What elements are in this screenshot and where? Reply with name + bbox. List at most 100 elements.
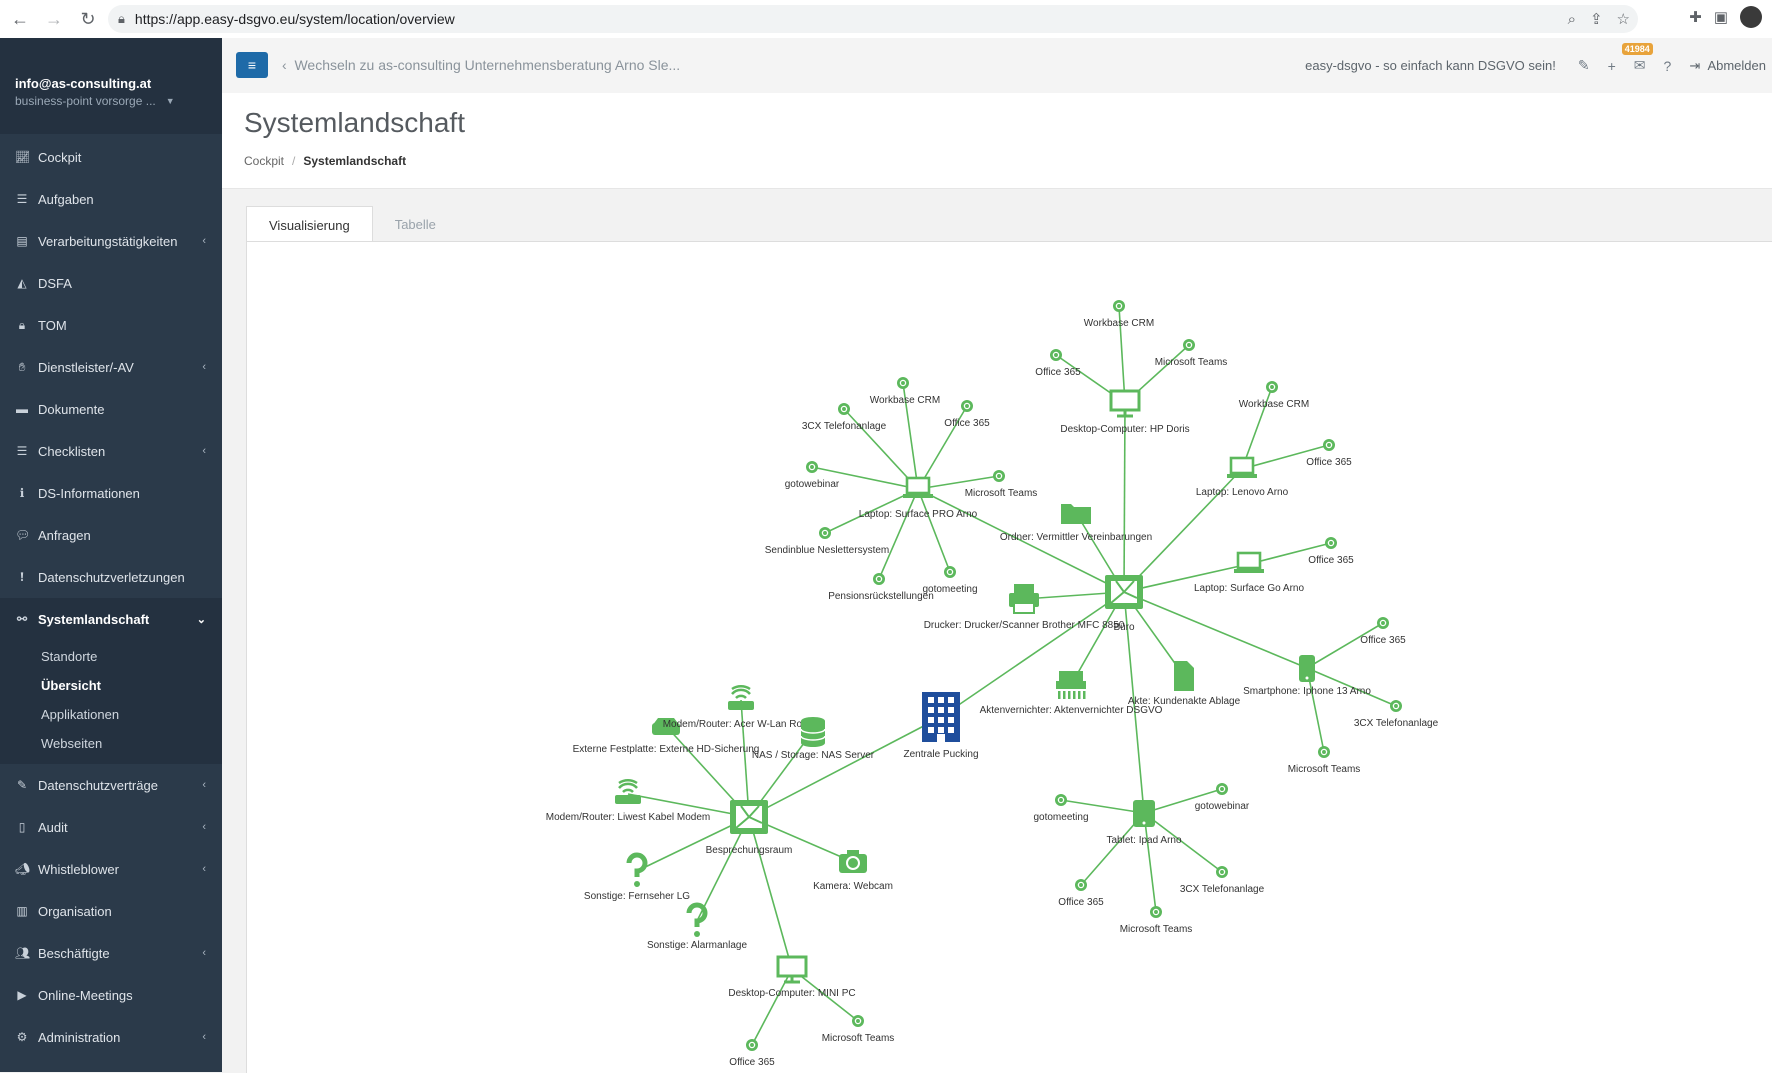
sign-out-icon[interactable]: ⇥ bbox=[1689, 57, 1701, 73]
sidebar-item-whistleblower[interactable]: 📣︎Whistleblower‹ bbox=[0, 848, 222, 890]
application-node[interactable]: Office 365 bbox=[729, 1039, 775, 1068]
system-node[interactable]: Ordner: Vermittler Vereinbarungen bbox=[1000, 504, 1152, 543]
breadcrumb-link-cockpit[interactable]: Cockpit bbox=[244, 154, 285, 168]
laptop-icon bbox=[1234, 551, 1264, 573]
menu-toggle-icon[interactable]: ≡ bbox=[236, 52, 268, 78]
url-text[interactable]: https://app.easy-dsgvo.eu/system/locatio… bbox=[134, 11, 455, 27]
system-node[interactable]: Laptop: Surface Go Arno bbox=[1194, 551, 1305, 594]
application-node[interactable]: Sendinblue Neslettersystem bbox=[765, 527, 890, 556]
application-node[interactable]: Office 365 bbox=[1306, 439, 1352, 468]
sidebar-item-beschaeftigte[interactable]: 👥︎Beschäftigte‹ bbox=[0, 932, 222, 974]
system-node[interactable]: Sonstige: Fernseher LG bbox=[584, 852, 690, 902]
sidepanel-icon[interactable]: ▣ bbox=[1713, 9, 1728, 26]
application-node[interactable]: gotowebinar bbox=[1195, 783, 1250, 812]
app-icon bbox=[1075, 879, 1087, 891]
system-node[interactable]: Zentrale Pucking bbox=[903, 692, 979, 760]
sidebar-item-audit[interactable]: ▯Audit‹ bbox=[0, 806, 222, 848]
company-selector[interactable]: business-point vorsorge ... ▼ bbox=[15, 94, 207, 108]
system-node[interactable]: Aktenvernichter: Aktenvernichter DSGVO bbox=[980, 671, 1163, 716]
system-node[interactable]: Akte: Kundenakte Ablage bbox=[1128, 661, 1241, 707]
sidebar-item-aufgaben[interactable]: ☰Aufgaben bbox=[0, 178, 222, 220]
application-node[interactable]: gotowebinar bbox=[785, 461, 840, 490]
sidebar-item-verarbeitung[interactable]: ▤Verarbeitungstätigkeiten‹ bbox=[0, 220, 222, 262]
sidebar-item-dsfa[interactable]: ◭DSFA bbox=[0, 262, 222, 304]
application-node[interactable]: Workbase CRM bbox=[870, 377, 940, 406]
sidebar-item-systemlandschaft[interactable]: ⚯Systemlandschaft⌄ bbox=[0, 598, 222, 640]
application-node[interactable]: gotomeeting bbox=[1033, 794, 1089, 823]
application-node[interactable]: Pensionsrückstellungen bbox=[828, 573, 934, 602]
system-node[interactable]: Modem/Router: Acer W-Lan Router bbox=[663, 684, 820, 730]
caret-down-icon[interactable]: ▼ bbox=[165, 96, 175, 106]
edit-icon[interactable]: ✎ bbox=[1577, 57, 1590, 73]
logout-button[interactable]: ⇥ Abmelden bbox=[1689, 58, 1766, 74]
sub-item-applikationen[interactable]: Applikationen bbox=[41, 707, 120, 722]
application-node[interactable]: 3CX Telefonanlage bbox=[1180, 866, 1265, 895]
sidebar-item-dokumente[interactable]: ▬Dokumente bbox=[0, 388, 222, 430]
tab-visualisierung[interactable]: Visualisierung bbox=[246, 206, 373, 243]
application-node[interactable]: Workbase CRM bbox=[1084, 300, 1154, 329]
sidebar-item-checklisten[interactable]: ☰Checklisten‹ bbox=[0, 430, 222, 472]
application-node[interactable]: Microsoft Teams bbox=[822, 1015, 895, 1044]
profile-avatar[interactable] bbox=[1740, 6, 1762, 28]
sub-item-standorte[interactable]: Standorte bbox=[41, 649, 98, 664]
system-node[interactable]: NAS / Storage: NAS Server bbox=[752, 717, 875, 761]
system-node[interactable]: Büro bbox=[1105, 575, 1143, 633]
system-node[interactable]: Kamera: Webcam bbox=[813, 850, 893, 892]
help-icon[interactable]: ? bbox=[1663, 57, 1672, 74]
application-node[interactable]: 3CX Telefonanlage bbox=[1354, 700, 1439, 729]
sidebar-item-cockpit[interactable]: 📈︎Cockpit bbox=[0, 136, 222, 178]
sidebar-item-datenschutzverletzungen[interactable]: ❗︎Datenschutzverletzungen bbox=[0, 556, 222, 598]
sidebar-item-tom[interactable]: 🔒︎TOM bbox=[0, 304, 222, 346]
application-node[interactable]: Microsoft Teams bbox=[1155, 339, 1228, 368]
sidebar-item-online-meetings[interactable]: ▶Online-Meetings bbox=[0, 974, 222, 1016]
sidebar-item-administration[interactable]: ⚙Administration‹ bbox=[0, 1016, 222, 1058]
application-node[interactable]: gotomeeting bbox=[922, 566, 978, 595]
application-node[interactable]: Microsoft Teams bbox=[1120, 906, 1193, 935]
back-icon[interactable]: ← bbox=[11, 8, 29, 29]
system-node[interactable]: Desktop-Computer: HP Doris bbox=[1060, 389, 1190, 435]
tab-tabelle[interactable]: Tabelle bbox=[394, 216, 436, 232]
system-node[interactable]: Externe Festplatte: Externe HD-Sicherung bbox=[573, 718, 760, 755]
system-node[interactable]: Besprechungsraum bbox=[706, 800, 793, 856]
zoom-icon[interactable]: ⌕ bbox=[1567, 10, 1576, 28]
laptop-icon bbox=[903, 476, 933, 498]
system-node[interactable]: Tablet: Ipad Arno bbox=[1106, 800, 1182, 846]
application-node[interactable]: Microsoft Teams bbox=[965, 470, 1038, 499]
application-node[interactable]: Office 365 bbox=[1308, 537, 1354, 566]
sidebar-item-organisation[interactable]: ▥Organisation bbox=[0, 890, 222, 932]
application-node[interactable]: Workbase CRM bbox=[1239, 381, 1309, 410]
share-icon[interactable]: ⇪ bbox=[1589, 11, 1603, 28]
sidebar-item-anfragen[interactable]: 💬︎Anfragen bbox=[0, 514, 222, 556]
system-node[interactable]: Smartphone: Iphone 13 Arno bbox=[1243, 655, 1371, 697]
system-node[interactable]: Modem/Router: Liwest Kabel Modem bbox=[546, 778, 711, 823]
system-node[interactable]: Laptop: Lenovo Arno bbox=[1196, 456, 1289, 498]
logout-label[interactable]: Abmelden bbox=[1707, 57, 1766, 73]
address-bar[interactable]: 🔒︎ https://app.easy-dsgvo.eu/system/loca… bbox=[108, 5, 1638, 33]
system-node[interactable]: Drucker: Drucker/Scanner Brother MFC 885… bbox=[924, 584, 1125, 631]
switch-company-link[interactable]: ‹ Wechseln zu as-consulting Unternehmens… bbox=[282, 57, 681, 73]
sidebar-item-datenschutzvertraege[interactable]: ✎Datenschutzverträge‹ bbox=[0, 764, 222, 806]
application-node[interactable]: Microsoft Teams bbox=[1288, 746, 1361, 775]
sidebar-item-dienstleister[interactable]: ✋︎Dienstleister/-AV‹ bbox=[0, 346, 222, 388]
system-node[interactable]: Desktop-Computer: MINI PC bbox=[728, 955, 856, 999]
application-node[interactable]: Office 365 bbox=[1035, 349, 1081, 378]
sub-item-webseiten[interactable]: Webseiten bbox=[41, 736, 103, 751]
reload-icon[interactable]: ↻ bbox=[80, 8, 96, 29]
system-node[interactable]: Laptop: Surface PRO Arno bbox=[859, 476, 978, 520]
system-node[interactable]: Sonstige: Alarmanlage bbox=[647, 902, 748, 951]
app-icon bbox=[1266, 381, 1278, 393]
company-name[interactable]: business-point vorsorge ... bbox=[15, 94, 156, 108]
application-node[interactable]: Office 365 bbox=[944, 400, 990, 429]
application-node[interactable]: Office 365 bbox=[1058, 879, 1104, 908]
switch-company-label[interactable]: Wechseln zu as-consulting Unternehmensbe… bbox=[294, 57, 681, 73]
envelope-icon[interactable]: ✉41984 bbox=[1621, 43, 1653, 74]
bookmark-star-icon[interactable]: ☆ bbox=[1616, 11, 1630, 28]
sub-item-uebersicht[interactable]: Übersicht bbox=[41, 678, 101, 693]
plus-icon[interactable]: + bbox=[1607, 57, 1616, 74]
extensions-icon[interactable]: ✚ bbox=[1689, 9, 1702, 26]
forward-icon[interactable]: → bbox=[45, 8, 63, 29]
application-node[interactable]: Office 365 bbox=[1360, 617, 1406, 646]
application-node[interactable]: 3CX Telefonanlage bbox=[802, 403, 887, 432]
